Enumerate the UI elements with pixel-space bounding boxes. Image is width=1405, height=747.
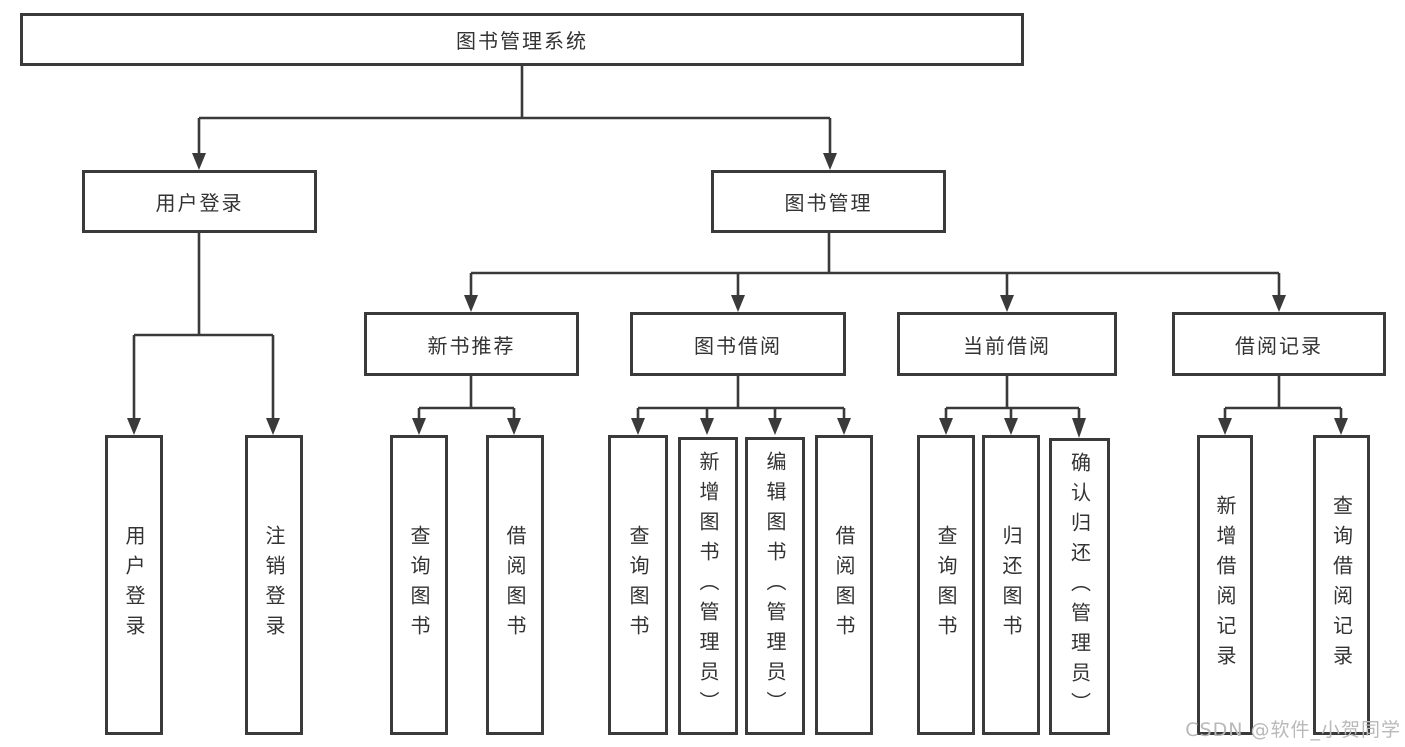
node-label: 查询借阅记录: [1329, 495, 1354, 675]
arrowhead: [823, 153, 837, 170]
node-label: 查询图书: [626, 525, 650, 645]
node-root-system: 图书管理系统: [20, 13, 1024, 66]
node-label: 查询图书: [407, 525, 431, 645]
node-label: 借阅记录: [1235, 333, 1323, 358]
node-label: 新增图书（管理员）: [696, 451, 720, 721]
node-borrow-records: 借阅记录: [1172, 312, 1386, 376]
arrowhead: [768, 418, 782, 435]
node-label: 确认归还（管理员）: [1067, 451, 1092, 722]
node-label: 新增借阅记录: [1213, 495, 1237, 675]
connector-path: [944, 376, 1081, 421]
node-leaf-logout: 注销登录: [245, 435, 303, 735]
node-leaf-confirm-return-admin: 确认归还（管理员）: [1049, 438, 1110, 735]
arrowhead: [1218, 418, 1232, 435]
node-label: 新书推荐: [427, 333, 516, 358]
node-label: 当前借阅: [963, 333, 1051, 358]
connector-path: [469, 232, 1281, 298]
node-book-management-branch: 图书管理: [711, 170, 946, 233]
node-label: 图书管理: [784, 191, 873, 215]
node-label: 用户登录: [155, 191, 244, 215]
node-leaf-add-books-admin: 新增图书（管理员）: [678, 437, 738, 735]
node-label: 借阅图书: [832, 525, 856, 645]
node-leaf-query-books-1: 查询图书: [390, 435, 448, 735]
connector-path: [417, 376, 516, 421]
node-current-borrow: 当前借阅: [897, 312, 1117, 376]
arrowhead: [1334, 418, 1348, 435]
arrowhead: [412, 418, 426, 435]
node-book-borrow: 图书借阅: [630, 312, 846, 376]
arrowhead: [192, 153, 206, 170]
node-label: 图书管理系统: [456, 29, 588, 53]
node-leaf-borrow-books-2: 借阅图书: [815, 435, 873, 735]
node-leaf-add-borrow-record: 新增借阅记录: [1197, 435, 1253, 735]
connector-path: [197, 66, 832, 156]
connector-path: [132, 233, 275, 421]
connector-path: [1223, 376, 1343, 421]
node-label: 借阅图书: [503, 525, 527, 645]
node-label: 归还图书: [999, 525, 1023, 645]
arrowhead: [731, 295, 745, 312]
arrowhead: [837, 418, 851, 435]
arrowhead: [127, 418, 141, 435]
arrowhead: [266, 418, 280, 435]
node-label: 用户登录: [122, 525, 146, 645]
arrowhead: [939, 418, 953, 435]
node-leaf-user-login: 用户登录: [105, 435, 163, 735]
arrowhead: [507, 418, 521, 435]
arrowhead: [1000, 295, 1014, 312]
node-leaf-return-books: 归还图书: [982, 435, 1040, 735]
watermark-text: CSDN @软件_小贺同学: [1185, 719, 1401, 741]
node-label: 图书借阅: [694, 333, 782, 358]
node-leaf-query-books-3: 查询图书: [917, 435, 975, 735]
node-new-book-recommend: 新书推荐: [364, 312, 579, 376]
arrowhead: [464, 295, 478, 312]
arrowhead: [1004, 418, 1018, 435]
arrowhead: [700, 418, 714, 435]
node-label: 编辑图书（管理员）: [763, 451, 787, 721]
arrowhead: [1272, 295, 1286, 312]
connector-path: [636, 376, 846, 421]
arrowhead: [631, 418, 645, 435]
node-label: 查询图书: [934, 525, 958, 645]
node-leaf-borrow-books-1: 借阅图书: [486, 435, 544, 735]
node-label: 注销登录: [262, 525, 286, 645]
node-leaf-edit-books-admin: 编辑图书（管理员）: [745, 437, 805, 735]
node-leaf-query-borrow-record: 查询借阅记录: [1313, 435, 1370, 735]
node-user-login-branch: 用户登录: [82, 170, 317, 233]
node-leaf-query-books-2: 查询图书: [608, 435, 668, 735]
arrowhead: [1072, 418, 1086, 438]
